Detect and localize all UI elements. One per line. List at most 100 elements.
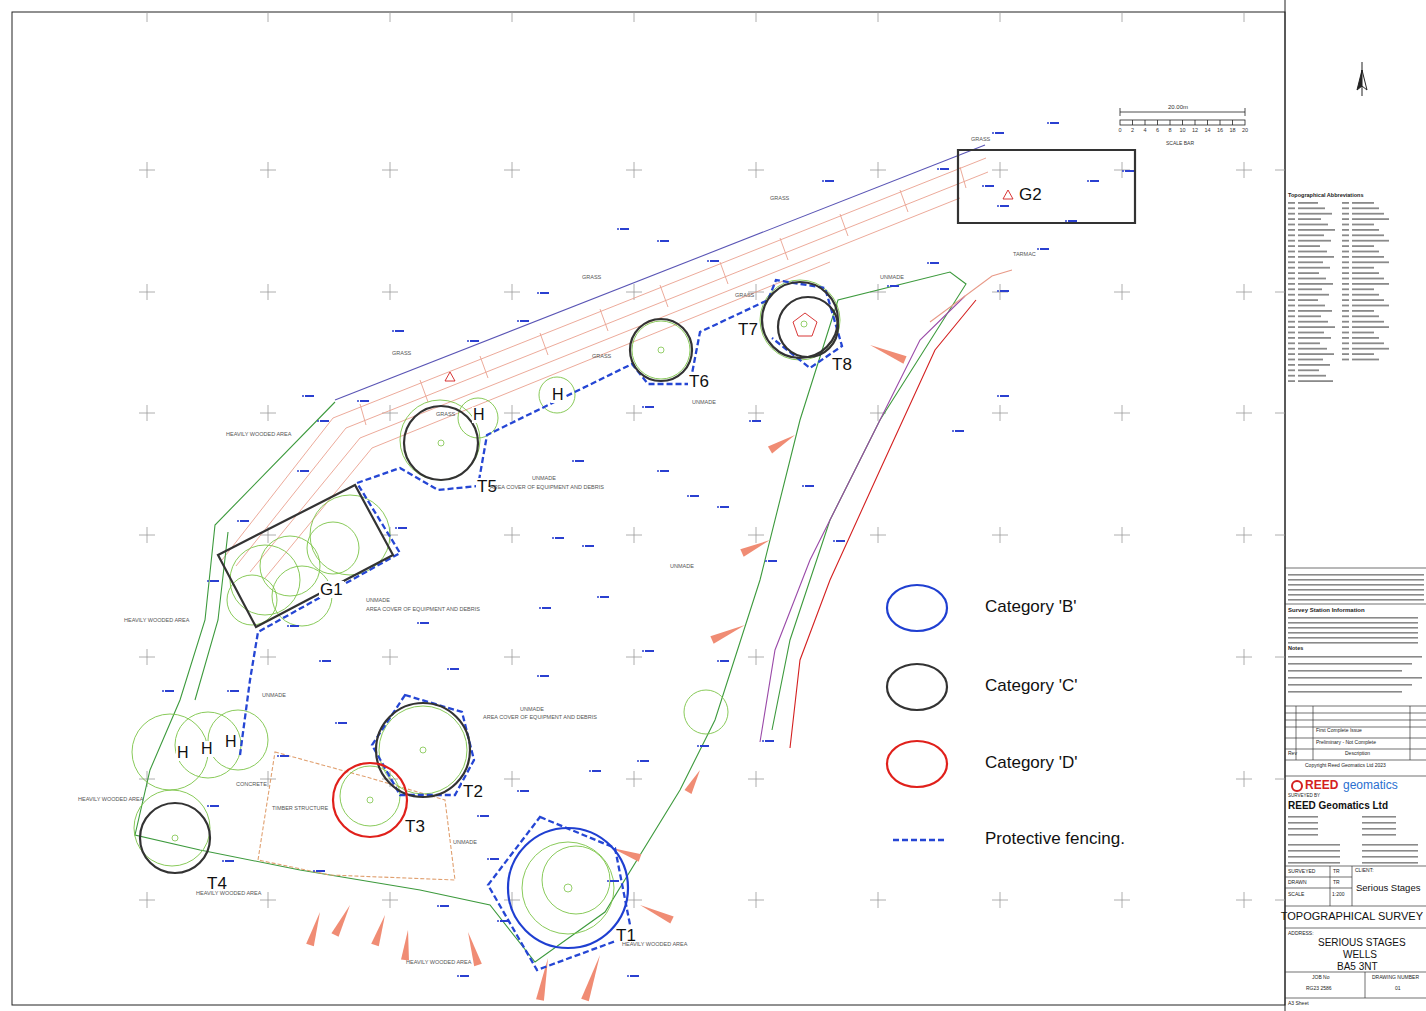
- spot-level: [555, 537, 564, 539]
- grid-cross: [1275, 900, 1285, 901]
- tree-outline: [958, 150, 1135, 223]
- fine-print: [1298, 364, 1330, 366]
- grid-cross: [748, 649, 764, 665]
- title-block-text: Rev: [1288, 751, 1297, 756]
- legend-text: Protective fencing.: [985, 830, 1125, 849]
- fine-print: [1298, 251, 1327, 253]
- fine-print: [1288, 305, 1295, 307]
- fine-print: [1288, 213, 1295, 215]
- spot-level: [697, 745, 699, 747]
- scale-label: 14: [1204, 128, 1210, 134]
- grid-cross: [1236, 162, 1252, 178]
- fine-print: [1288, 691, 1402, 693]
- tree-stem: [564, 884, 572, 892]
- spot-level: [720, 506, 729, 508]
- spot-level: [539, 607, 541, 609]
- fine-print: [1342, 321, 1349, 323]
- spot-level: [230, 690, 239, 692]
- grid-cross: [626, 284, 642, 300]
- tree-outline: [762, 282, 838, 358]
- spot-level: [162, 122, 1134, 977]
- title-block-text: Copyright Reed Geomatics Ltd 2023: [1305, 763, 1386, 768]
- scale-label: 6: [1156, 128, 1159, 134]
- fine-print: [1298, 337, 1331, 339]
- spot-level: [660, 240, 669, 242]
- title-block: [1285, 604, 1426, 605]
- spot-level: [322, 660, 331, 662]
- spot-level: [500, 920, 509, 922]
- spot-level: [470, 340, 479, 342]
- fine-print: [1288, 369, 1295, 371]
- tree-outline: [138, 801, 212, 875]
- title-block-text: Preliminary - Not Complete: [1316, 740, 1376, 745]
- spot-level: [317, 420, 319, 422]
- area-label: UNMADE: [692, 400, 716, 406]
- fine-print: [1288, 380, 1295, 382]
- spot-level: [952, 430, 954, 432]
- tree-outline: [956, 148, 1137, 225]
- title-block-text: 1:200: [1332, 892, 1345, 897]
- grid-cross: [260, 405, 276, 421]
- fine-print: [1362, 828, 1396, 830]
- fine-print: [1352, 202, 1374, 204]
- fine-print: [1288, 670, 1402, 672]
- grid-cross: [512, 12, 513, 22]
- title-block-text: SERIOUS STAGES: [1318, 938, 1406, 949]
- title-block-text: DRAWING NUMBER: [1372, 975, 1419, 980]
- spot-level: [338, 722, 347, 724]
- spot-level: [457, 975, 459, 977]
- spot-level: [627, 975, 629, 977]
- tree-label: T7: [737, 321, 759, 338]
- tree-marker: [445, 190, 1013, 381]
- tree-label: T4: [206, 875, 228, 892]
- scale-bar: [1133, 120, 1233, 125]
- boundary-line: [258, 752, 455, 880]
- area-label: UNMADE: [453, 840, 477, 846]
- fine-print: [1352, 288, 1374, 290]
- grid-cross: [268, 12, 269, 22]
- title-block: [1285, 998, 1426, 999]
- tree-stem: [367, 797, 373, 803]
- drawing-frame: [12, 12, 1285, 1005]
- fine-print: [1362, 862, 1418, 864]
- fine-print: [1288, 326, 1295, 328]
- spot-level: [313, 870, 315, 872]
- fine-print: [1288, 574, 1424, 576]
- area-label: UNMADE: [880, 275, 904, 281]
- fine-print: [1298, 299, 1318, 301]
- tree-outline: [506, 826, 630, 950]
- fine-print: [1288, 822, 1318, 824]
- fine-print: [1288, 218, 1295, 220]
- view-wedge: [768, 435, 795, 453]
- tree-canopy: [542, 846, 610, 914]
- spot-level: [467, 340, 469, 342]
- tree-outline: [331, 761, 409, 839]
- area-label: HEAVILY WOODED AREA: [226, 432, 291, 438]
- tree-circle: T1: [506, 826, 630, 950]
- fine-print: [1342, 342, 1349, 344]
- fine-print: [1298, 256, 1334, 258]
- tree-canopy: [175, 712, 241, 778]
- spot-level: [360, 400, 369, 402]
- grid-cross: [260, 892, 276, 908]
- boundary-line: [195, 532, 228, 700]
- scale-label: 0: [1118, 128, 1121, 134]
- fine-print: [1352, 353, 1374, 355]
- title-block-text: Survey Station Information: [1288, 607, 1365, 613]
- spot-level: [395, 527, 397, 529]
- tree-canopy: [340, 766, 400, 826]
- view-wedge: [581, 955, 600, 1001]
- tree-canopy: [132, 280, 840, 934]
- legend-swatch: [884, 739, 950, 791]
- title-block-text: Description: [1345, 751, 1370, 756]
- fine-print: [1298, 305, 1325, 307]
- spot-level: [657, 240, 659, 242]
- spot-level: [833, 540, 835, 542]
- grid-cross: [139, 892, 155, 908]
- fine-print: [1362, 844, 1418, 846]
- spot-level: [227, 690, 229, 692]
- fine-print: [1288, 207, 1295, 209]
- hedge-label: H: [200, 741, 214, 757]
- title-block-text: ADDRESS:: [1288, 931, 1314, 936]
